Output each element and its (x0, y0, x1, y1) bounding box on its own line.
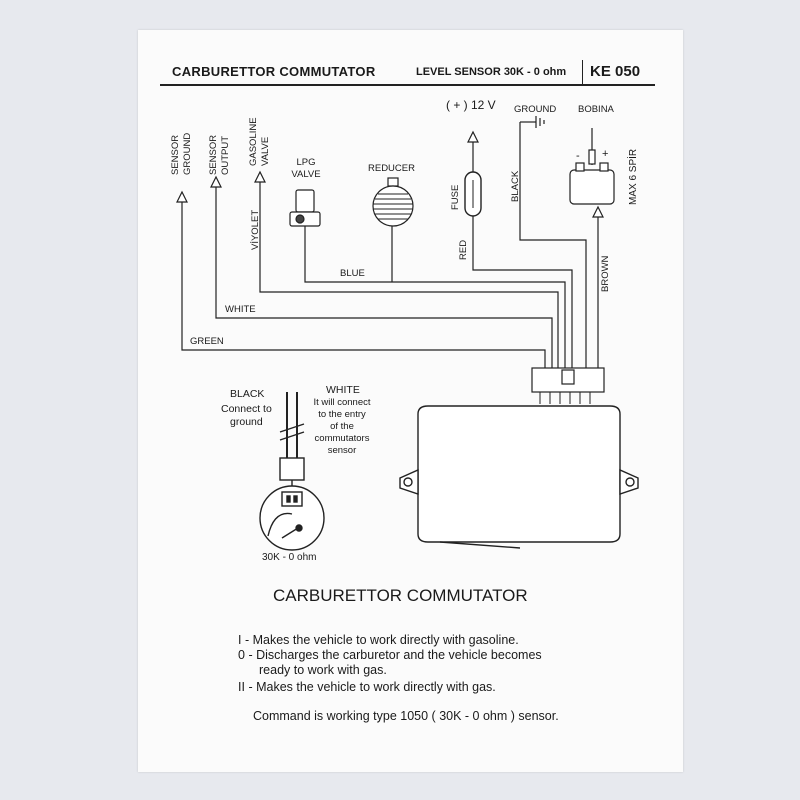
sensor-ohm-label: 30K - 0 ohm (262, 552, 317, 563)
footer-line-2: 0 - Discharges the carburetor and the ve… (238, 648, 542, 662)
sensor-black-label: BLACK (230, 388, 265, 400)
wire-red-lower (472, 216, 573, 368)
reducer-icon (372, 177, 414, 240)
arrow-bobina (592, 205, 604, 218)
header-model: KE 050 (590, 63, 641, 80)
label-viyolet: VİYOLET (250, 209, 261, 250)
sensor-cable (286, 392, 298, 458)
sensor-cable-break (279, 423, 305, 441)
ground-symbol (535, 116, 545, 128)
label-brown: BROWN (600, 255, 611, 292)
footer-line-4: II - Makes the vehicle to work directly … (238, 680, 496, 694)
wire-white (215, 185, 553, 368)
sensor-plug (279, 457, 305, 481)
commutator-box (399, 405, 639, 549)
arrow-12v (467, 130, 479, 143)
header-title: CARBURETTOR COMMUTATOR (172, 64, 376, 79)
label-bobina: BOBINA (578, 104, 614, 115)
footer-title: CARBURETTOR COMMUTATOR (273, 586, 528, 605)
label-12v: ( + ) 12 V (446, 98, 496, 112)
label-max-6-spir: MAX 6 SPİR (628, 148, 639, 205)
label-fuse: FUSE (450, 184, 461, 210)
coil-plus-sign: + (602, 148, 609, 160)
bobina-icon (569, 128, 615, 205)
label-ground: GROUND (514, 104, 557, 115)
lpg-valve-icon (289, 189, 321, 240)
commutator-connector (531, 367, 605, 404)
label-reducer: REDUCER (368, 163, 415, 174)
coil-minus-sign: - (576, 150, 580, 162)
header-separator (582, 60, 583, 85)
footer-command: Command is working type 1050 ( 30K - 0 o… (253, 709, 559, 723)
arrow-sensor-output (210, 175, 222, 188)
sensor-white-label: WHITE (326, 384, 360, 396)
label-black-wire: BLACK (510, 170, 521, 202)
sensor-white-note: It will connect to the entry of the comm… (313, 397, 371, 456)
level-sensor-gauge (259, 485, 325, 551)
label-green: GREEN (190, 336, 224, 347)
footer-line-1: I - Makes the vehicle to work directly w… (238, 633, 519, 647)
label-red: RED (458, 239, 469, 260)
wire-green (181, 200, 546, 368)
label-white: WHITE (225, 304, 256, 315)
wire-blue (304, 240, 566, 368)
arrow-gasoline-valve (254, 170, 266, 183)
label-blue: BLUE (340, 268, 365, 279)
arrow-sensor-ground (176, 190, 188, 203)
header-level-sensor: LEVEL SENSOR 30K - 0 ohm (416, 66, 567, 78)
wire-black (519, 122, 587, 368)
footer-line-3: ready to work with gas. (259, 663, 387, 677)
wire-viyolet (259, 180, 559, 368)
header-rule (160, 84, 655, 86)
